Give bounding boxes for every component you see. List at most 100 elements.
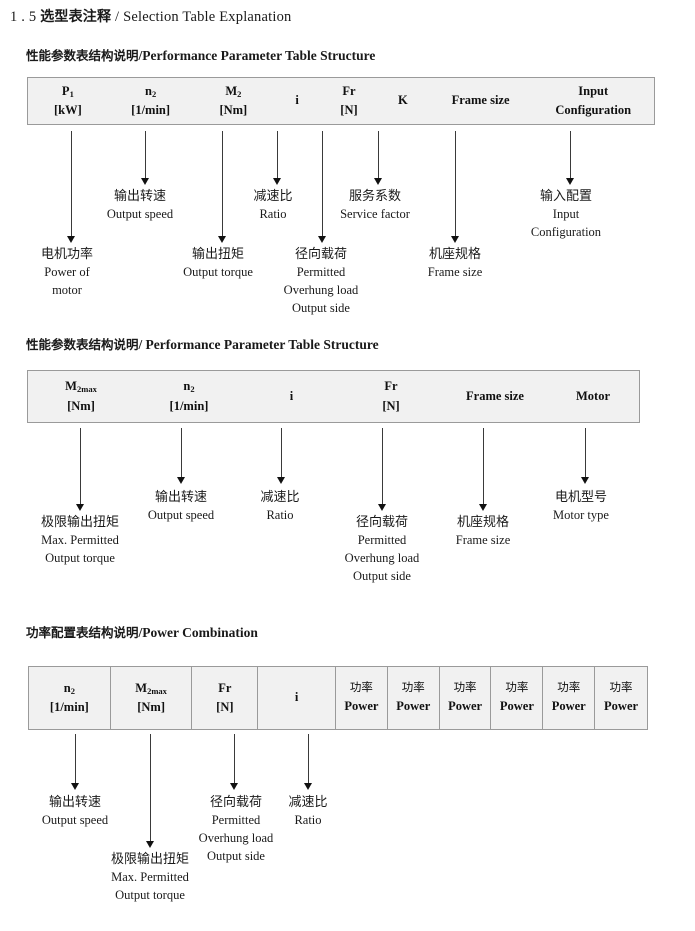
connector-line-max-output-torque-3	[150, 734, 151, 846]
table2-col-i: i	[244, 371, 339, 422]
table3-col-power-3-en: Power	[448, 699, 483, 714]
section-heading-en: Power Combination	[142, 625, 258, 640]
power-combination-table: n2 [1/min] M2max [Nm] Fr [N] i 功率 Power …	[28, 666, 648, 730]
annotation-en-1: Input	[552, 207, 580, 222]
table1-col-i-symbol: i	[295, 93, 299, 108]
connector-line-overhung-load-2	[382, 428, 383, 509]
arrowhead-overhung-load	[317, 236, 328, 244]
table2-col-i-symbol: i	[289, 388, 294, 403]
annotation-en-1: Service factor	[340, 207, 410, 222]
annotation-en-1: Permitted	[211, 813, 261, 828]
arrow-output-speed	[140, 131, 151, 185]
annotation-en-1: Max. Permitted	[41, 533, 119, 548]
annotation-service-factor: 服务系数 Service factor	[324, 188, 426, 224]
table3-col-i[interactable]: i	[258, 667, 336, 729]
table1-col-fr: Fr [N]	[321, 78, 377, 124]
annotation-output-torque: 输出扭矩 Output torque	[170, 246, 266, 282]
table3-col-power-3[interactable]: 功率 Power	[440, 667, 492, 729]
section-heading-cn: 功率配置表结构说明	[26, 625, 139, 640]
section-heading-separator: /	[138, 48, 143, 63]
arrowhead-overhung-load-2	[377, 504, 388, 512]
table1-col-frame-size-label: Frame size	[451, 93, 510, 108]
annotation-cn: 服务系数	[348, 189, 401, 204]
table1-col-p1: P1 [kW]	[28, 78, 108, 124]
annotation-cn: 电机型号	[554, 490, 607, 505]
annotation-en-1: Frame size	[455, 533, 511, 548]
table1-col-p1-symbol: P1	[61, 83, 74, 99]
arrow-output-speed-2	[176, 428, 187, 484]
table3-col-power-5[interactable]: 功率 Power	[543, 667, 596, 729]
section-heading-separator: /	[138, 625, 143, 640]
table3-col-power-6[interactable]: 功率 Power	[595, 667, 647, 729]
table2-col-frame-size: Frame size	[443, 371, 547, 422]
table3-col-n2-symbol: n2	[63, 680, 75, 696]
annotation-en-2: Overhung load	[344, 551, 420, 566]
annotation-cn: 减速比	[288, 795, 328, 810]
table1-col-frame-size: Frame size	[429, 78, 533, 124]
table3-col-fr[interactable]: Fr [N]	[192, 667, 259, 729]
arrow-ratio	[272, 131, 283, 185]
subscript: 2	[190, 384, 195, 395]
annotation-frame-size-2: 机座规格 Frame size	[434, 514, 532, 550]
annotation-en-3: Output side	[353, 568, 411, 583]
annotation-input-configuration: 输入配置 Input Configuration	[513, 188, 619, 242]
arrow-ratio-3	[303, 734, 314, 790]
section-number: 1 . 5	[10, 9, 37, 25]
annotation-en-1: Permitted	[296, 265, 346, 280]
table1-col-fr-symbol: Fr	[342, 83, 356, 98]
table2-col-m2max-unit: [Nm]	[67, 398, 95, 413]
section-heading-en: Performance Parameter Table Structure	[145, 337, 379, 352]
annotation-en-1: Motor type	[553, 508, 609, 523]
table3-col-power-4-cn: 功率	[505, 680, 529, 695]
arrowhead-max-output-torque	[75, 504, 86, 512]
table3-col-power-1[interactable]: 功率 Power	[336, 667, 388, 729]
annotation-en-1: Ratio	[294, 813, 322, 828]
annotation-cn: 极限输出扭矩	[110, 852, 189, 867]
annotation-en-2: Overhung load	[198, 831, 274, 846]
table3-col-m2max[interactable]: M2max [Nm]	[111, 667, 193, 729]
connector-line-max-output-torque	[80, 428, 81, 509]
table3-col-power-1-en: Power	[344, 699, 379, 714]
subscript: 2max	[76, 384, 97, 395]
table3-col-power-2-cn: 功率	[401, 680, 425, 695]
table2-col-n2-unit: [1/min]	[169, 398, 209, 413]
table3-col-power-6-en: Power	[604, 699, 639, 714]
table2-col-n2-symbol: n2	[183, 379, 195, 395]
table2-col-m2max-symbol: M2max	[65, 379, 97, 395]
annotation-en-2: Overhung load	[283, 283, 359, 298]
table1-col-p1-unit: [kW]	[53, 103, 82, 117]
table3-col-power-3-cn: 功率	[453, 680, 477, 695]
annotation-cn: 机座规格	[428, 247, 481, 262]
annotation-en-1: Ratio	[259, 207, 287, 222]
table3-col-power-2-en: Power	[396, 699, 431, 714]
table2-col-motor-label: Motor	[575, 388, 610, 403]
table3-col-n2-unit: [1/min]	[49, 700, 89, 714]
annotation-cn: 减速比	[260, 490, 300, 505]
table3-col-power-2[interactable]: 功率 Power	[388, 667, 440, 729]
table1-col-m2-symbol: M2	[225, 83, 242, 99]
annotation-ratio-3: 减速比 Ratio	[265, 794, 351, 830]
annotation-output-speed: 输出转速 Output speed	[90, 188, 190, 224]
table1-col-k: K	[377, 78, 429, 124]
table1-col-n2-unit: [1/min]	[131, 103, 171, 117]
table3-col-power-5-cn: 功率	[557, 680, 581, 695]
table2-col-fr-symbol: Fr	[384, 379, 398, 394]
annotation-en-1: Power of	[44, 265, 90, 280]
connector-line-power	[71, 131, 72, 241]
annotation-cn: 输出转速	[154, 490, 207, 505]
arrow-overhung-load-3	[229, 734, 240, 790]
table1-col-k-symbol: K	[397, 93, 408, 108]
table1-col-input-configuration: Input Configuration	[532, 78, 654, 124]
annotation-cn: 电机功率	[40, 247, 93, 262]
table1-col-fr-unit: [N]	[340, 103, 358, 117]
annotation-overhung-load: 径向载荷 Permitted Overhung load Output side	[266, 246, 376, 318]
table3-col-i-symbol: i	[294, 690, 299, 705]
table3-col-n2[interactable]: n2 [1/min]	[29, 667, 111, 729]
annotation-en-2: Configuration	[530, 225, 602, 240]
annotation-en-3: Output side	[292, 300, 350, 315]
table3-col-power-4[interactable]: 功率 Power	[491, 667, 544, 729]
section-heading-cn: 性能参数表结构说明	[26, 337, 139, 352]
arrowhead-max-output-torque-3	[145, 841, 156, 849]
annotation-en-1: Max. Permitted	[111, 870, 189, 885]
table2-col-fr-unit: [N]	[382, 398, 400, 413]
